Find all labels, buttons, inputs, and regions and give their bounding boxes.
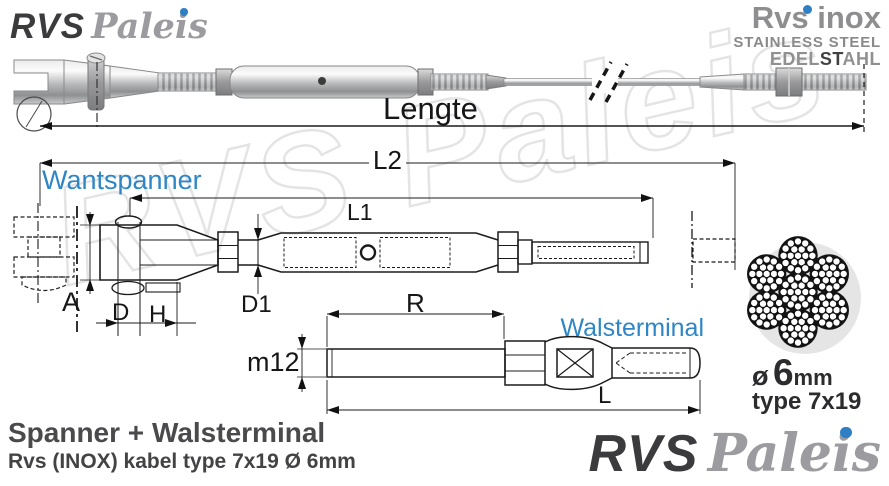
wantspanner-drawing [13, 159, 736, 336]
dim-label-l: L [598, 382, 612, 409]
dim-label-r: R [406, 288, 425, 318]
break-mark [588, 61, 613, 101]
edelstahl-text: EDELSTAHL [769, 49, 881, 70]
walsterminal-drawing [297, 310, 701, 414]
cable-cross-section [747, 236, 849, 348]
product-photo [13, 52, 867, 111]
footer-subtitle: Rvs (INOX) kabel type 7x19 Ø 6mm [8, 450, 356, 473]
cable-type-label: type 7x19 [752, 388, 862, 415]
rvs-inox-text: Rvs inox [751, 0, 881, 35]
fork-side-view [13, 216, 75, 292]
header-right-brand: Rvs inox STAINLESS STEEL EDELSTAHL [733, 0, 881, 70]
dim-label-a: A [62, 287, 81, 317]
brand-rvs-text: RVS [588, 425, 699, 483]
brand-paleis-text: Paleis [91, 6, 208, 47]
wantspanner-label: Wantspanner [42, 165, 202, 195]
cable-diameter-label: ø 6mm [752, 352, 833, 393]
walsterminal-label: Walsterminal [560, 314, 704, 342]
footer-title: Spanner + Walsterminal [8, 417, 326, 448]
dim-label-l2: L2 [369, 147, 406, 173]
stainless-steel-text: STAINLESS STEEL [733, 33, 881, 51]
dim-label-h: H [149, 301, 167, 328]
dim-label-d: D [112, 299, 130, 326]
brand-rvs-text: RVS [10, 7, 85, 46]
lengte-dimension-label: Lengte [383, 91, 478, 126]
brand-paleis-text: Paleis [707, 423, 881, 484]
blue-dot-icon [803, 5, 812, 14]
body-hole [359, 244, 377, 261]
dim-label-m12: m12 [247, 347, 300, 377]
dim-label-d1: D1 [241, 291, 272, 318]
lengte-dimension [16, 62, 865, 134]
dim-label-l1: L1 [347, 199, 373, 225]
